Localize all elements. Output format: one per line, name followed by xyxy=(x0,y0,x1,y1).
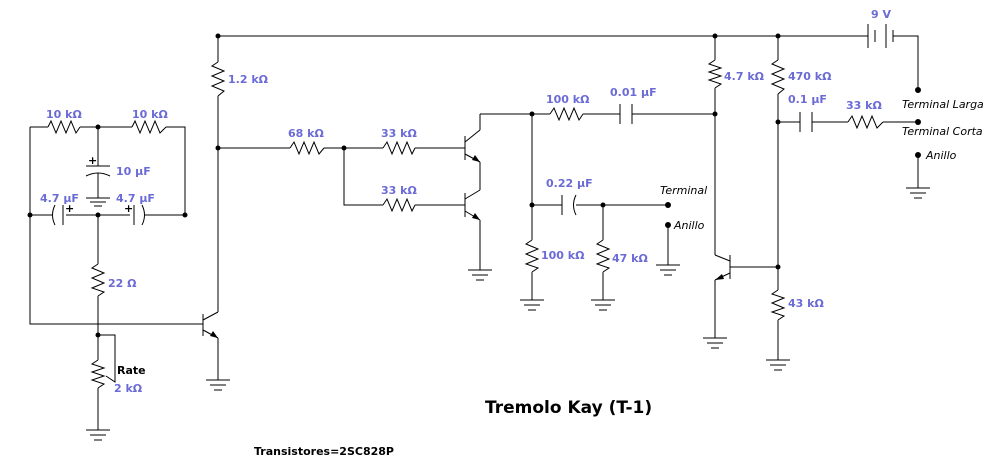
resistor-43k xyxy=(770,289,786,321)
ground-icon xyxy=(656,264,680,276)
svg-text:+: + xyxy=(65,202,74,215)
capacitors: + + + xyxy=(52,104,813,226)
terminal-labels: Terminal Anillo Terminal Larga Terminal … xyxy=(660,98,984,232)
svg-text:+: + xyxy=(88,154,97,167)
transistors xyxy=(202,129,737,339)
ground-icon xyxy=(206,379,230,391)
label-r-10k-b: 10 kΩ xyxy=(132,108,168,121)
label-terminal-larga: Terminal Larga xyxy=(902,98,984,111)
label-terminal: Terminal xyxy=(660,184,707,197)
label-terminal-corta: Terminal Corta xyxy=(902,125,983,138)
ground-icon xyxy=(520,299,544,311)
ground-icon xyxy=(906,187,930,199)
svg-text:+: + xyxy=(124,202,133,215)
transistor-q4 xyxy=(714,254,737,281)
ground-icon xyxy=(468,269,492,281)
label-r-33k-b: 33 kΩ xyxy=(381,184,417,197)
resistor-47k xyxy=(595,239,611,273)
page-title: Tremolo Kay (T-1) xyxy=(485,398,652,418)
transistor-q3 xyxy=(456,189,481,221)
resistor-470k xyxy=(770,59,786,95)
label-pot-rate-name: Rate xyxy=(117,364,146,377)
label-battery: 9 V xyxy=(871,8,891,21)
resistor-1k2 xyxy=(210,61,226,97)
ground-icon xyxy=(766,359,790,371)
label-c-10u: 10 µF xyxy=(116,165,151,178)
wires xyxy=(29,35,919,430)
ground-icon xyxy=(591,299,615,311)
label-c-0u22: 0.22 µF xyxy=(546,177,593,190)
transistor-q1 xyxy=(202,311,219,339)
label-r-1k2: 1.2 kΩ xyxy=(228,73,269,86)
potentiometer-wiper xyxy=(98,334,116,383)
resistor-100k-a xyxy=(549,106,584,122)
label-r-43k: 43 kΩ xyxy=(788,297,824,310)
potentiometer-rate xyxy=(90,359,106,389)
label-r-470k: 470 kΩ xyxy=(788,70,832,83)
capacitor-10u: + xyxy=(85,154,111,180)
label-r-100k-b: 100 kΩ xyxy=(541,249,585,262)
grounds xyxy=(86,187,930,441)
capacitor-4u7-b: + xyxy=(124,202,145,226)
label-r-33k-c: 33 kΩ xyxy=(846,99,882,112)
battery-icon xyxy=(867,24,894,48)
label-r-33k-a: 33 kΩ xyxy=(381,127,417,140)
junction-dots xyxy=(27,33,781,338)
capacitor-0u1 xyxy=(799,112,813,132)
label-c-4u7-a: 4.7 µF xyxy=(40,192,79,205)
transistor-note: Transistores=2SC828P xyxy=(254,445,394,458)
ground-icon xyxy=(703,337,727,349)
resistor-68k xyxy=(289,140,325,156)
label-c-0u01: 0.01 µF xyxy=(610,86,657,99)
label-c-4u7-b: 4.7 µF xyxy=(116,192,155,205)
resistor-33k-c xyxy=(847,114,884,130)
resistor-33k-b xyxy=(382,197,416,213)
capacitor-0u22 xyxy=(561,194,577,216)
resistors xyxy=(47,59,884,389)
label-c-0u1: 0.1 µF xyxy=(788,93,827,106)
label-r-4k7: 4.7 kΩ xyxy=(724,70,765,83)
resistor-10k-a xyxy=(47,119,81,135)
label-r-100k-a: 100 kΩ xyxy=(546,93,590,106)
resistor-4k7 xyxy=(707,59,723,89)
transistor-q2 xyxy=(456,129,481,163)
label-pot-rate: 2 kΩ xyxy=(114,382,143,395)
value-labels: 10 kΩ 10 kΩ 10 µF 4.7 µF 4.7 µF 22 Ω Rat… xyxy=(40,8,891,395)
resistor-22 xyxy=(90,263,106,297)
label-anillo-right: Anillo xyxy=(925,149,957,162)
resistor-100k-b xyxy=(524,239,540,273)
label-r-10k-a: 10 kΩ xyxy=(46,108,82,121)
terminal-dots xyxy=(665,87,921,228)
resistor-33k-a xyxy=(382,140,416,156)
ground-icon-10u xyxy=(86,197,110,207)
label-anillo-mid: Anillo xyxy=(673,219,705,232)
label-r-68k: 68 kΩ xyxy=(288,127,324,140)
capacitor-0u01 xyxy=(619,104,633,124)
label-r-47k: 47 kΩ xyxy=(612,252,648,265)
resistor-10k-b xyxy=(131,119,167,135)
label-r-22: 22 Ω xyxy=(108,277,137,290)
ground-icon xyxy=(86,429,110,441)
capacitor-4u7-a: + xyxy=(52,202,74,226)
